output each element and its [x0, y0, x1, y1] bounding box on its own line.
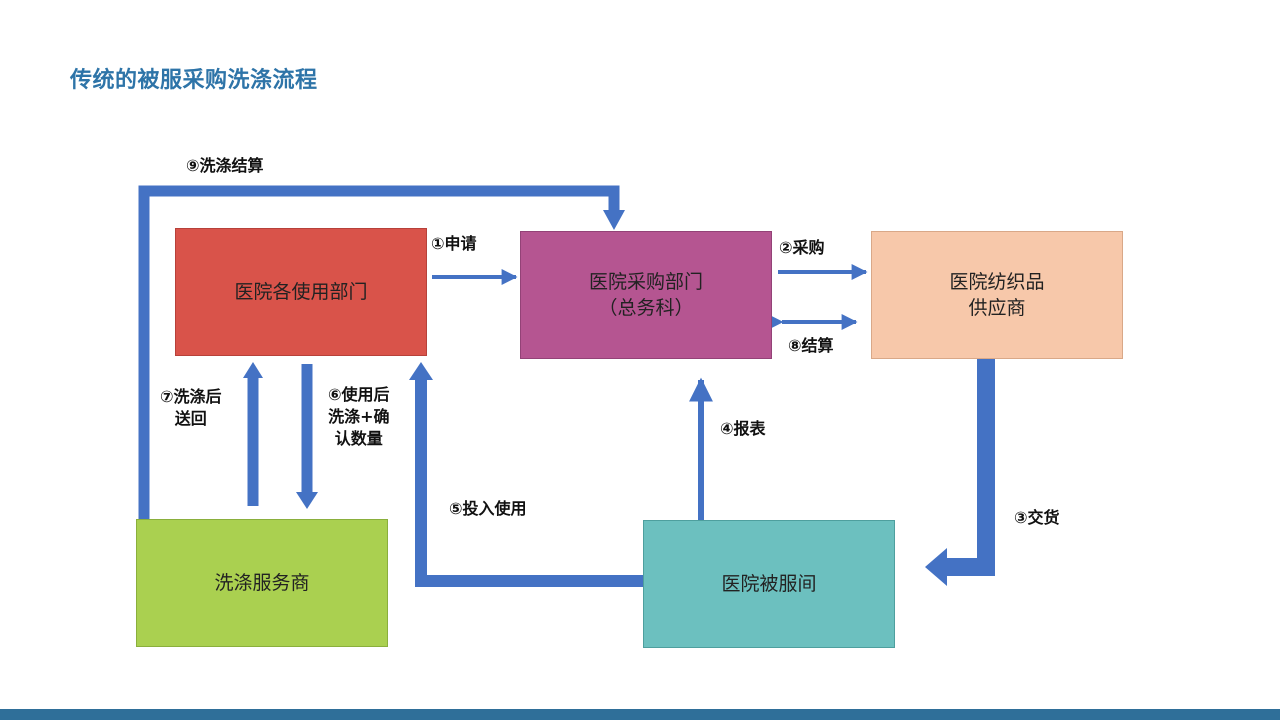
arrow-returned-head: [243, 362, 263, 378]
node-label-line2: （总务科）: [598, 297, 694, 319]
step-6-label: ⑥使用后 洗涤+确 认数量: [328, 384, 390, 450]
step-8-label: ⑧结算: [788, 336, 834, 355]
arrow-after-use-head: [296, 492, 318, 509]
node-laundry-service: 洗涤服务商: [136, 519, 388, 647]
arrow-put-into-use: [415, 378, 643, 587]
step-6-line2: 洗涤+确: [328, 407, 390, 426]
step-4-label: ④报表: [720, 419, 766, 438]
step-6-line3: 认数量: [334, 429, 383, 448]
footer-bar: [0, 709, 1280, 720]
node-label: 医院各使用部门: [234, 281, 368, 303]
step-7-label: ⑦洗涤后 送回: [160, 386, 222, 430]
arrow-delivery: [945, 359, 995, 576]
step-7-line2: 送回: [174, 409, 207, 428]
step-6-line1: ⑥使用后: [328, 385, 390, 404]
step-3-label: ③交货: [1014, 508, 1060, 527]
node-label-line1: 医院纺织品: [949, 271, 1045, 293]
node-hospital-departments: 医院各使用部门: [175, 228, 427, 356]
node-label-line1: 医院采购部门: [588, 271, 703, 293]
step-9-label: ⑨洗涤结算: [186, 156, 264, 175]
node-linen-room: 医院被服间: [643, 520, 895, 648]
node-label: 洗涤服务商: [214, 572, 310, 594]
step-1-label: ①申请: [431, 234, 477, 253]
node-label-line2: 供应商: [968, 297, 1026, 319]
arrow-laundry-settlement: [138, 185, 620, 519]
step-5-label: ⑤投入使用: [449, 499, 527, 518]
arrow-laundry-settlement-head: [603, 210, 625, 230]
step-2-label: ②采购: [779, 238, 825, 257]
arrow-delivery-head: [925, 548, 947, 586]
arrow-put-into-use-head: [409, 362, 433, 380]
node-label: 医院被服间: [721, 573, 817, 595]
node-textile-supplier: 医院纺织品 供应商: [871, 231, 1123, 359]
node-purchasing-department: 医院采购部门 （总务科）: [520, 231, 772, 359]
page-title: 传统的被服采购洗涤流程: [70, 68, 318, 93]
step-7-line1: ⑦洗涤后: [160, 387, 222, 406]
